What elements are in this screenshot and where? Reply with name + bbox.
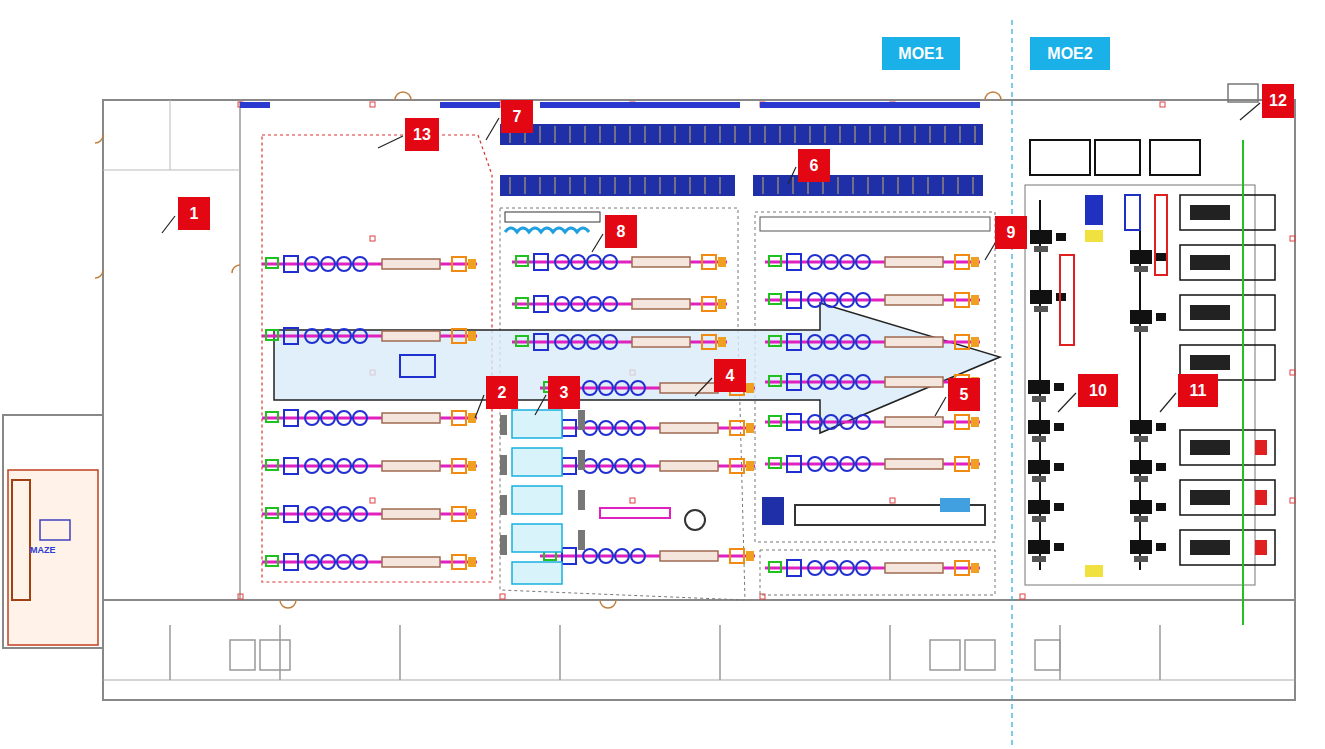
callout-text: 8	[617, 223, 626, 241]
callout-text: 3	[560, 384, 569, 402]
callout-number: 12	[1262, 84, 1294, 118]
callout-number: 4	[714, 359, 746, 392]
zone-label: MOE1	[882, 37, 960, 70]
callout-text: 1	[190, 205, 199, 223]
callout-text: MOE1	[898, 45, 943, 63]
callout-number: 13	[405, 118, 439, 151]
callout-text: 12	[1269, 92, 1287, 110]
zone-label: MOE2	[1030, 37, 1110, 70]
callout-text: 7	[513, 108, 522, 126]
callout-text: 13	[413, 126, 431, 144]
callout-text: 9	[1007, 224, 1016, 242]
callout-number: 7	[501, 100, 533, 133]
callout-number: 10	[1078, 374, 1118, 407]
callout-number: 11	[1178, 374, 1218, 407]
callout-text: 4	[726, 367, 735, 385]
callout-text: 6	[810, 157, 819, 175]
callout-text: MOE2	[1047, 45, 1092, 63]
callout-number: 6	[798, 149, 830, 182]
callout-text: 10	[1089, 382, 1107, 400]
callout-number: 3	[548, 376, 580, 409]
room-label: MAZE	[30, 545, 56, 555]
callout-number: 1	[178, 197, 210, 230]
callout-text: 5	[960, 386, 969, 404]
callout-number: 8	[605, 215, 637, 248]
callout-number: 9	[995, 216, 1027, 249]
callout-text: 11	[1190, 382, 1207, 400]
callout-text: 2	[498, 384, 507, 402]
callout-number: 2	[486, 376, 518, 409]
callout-number: 5	[948, 378, 980, 411]
